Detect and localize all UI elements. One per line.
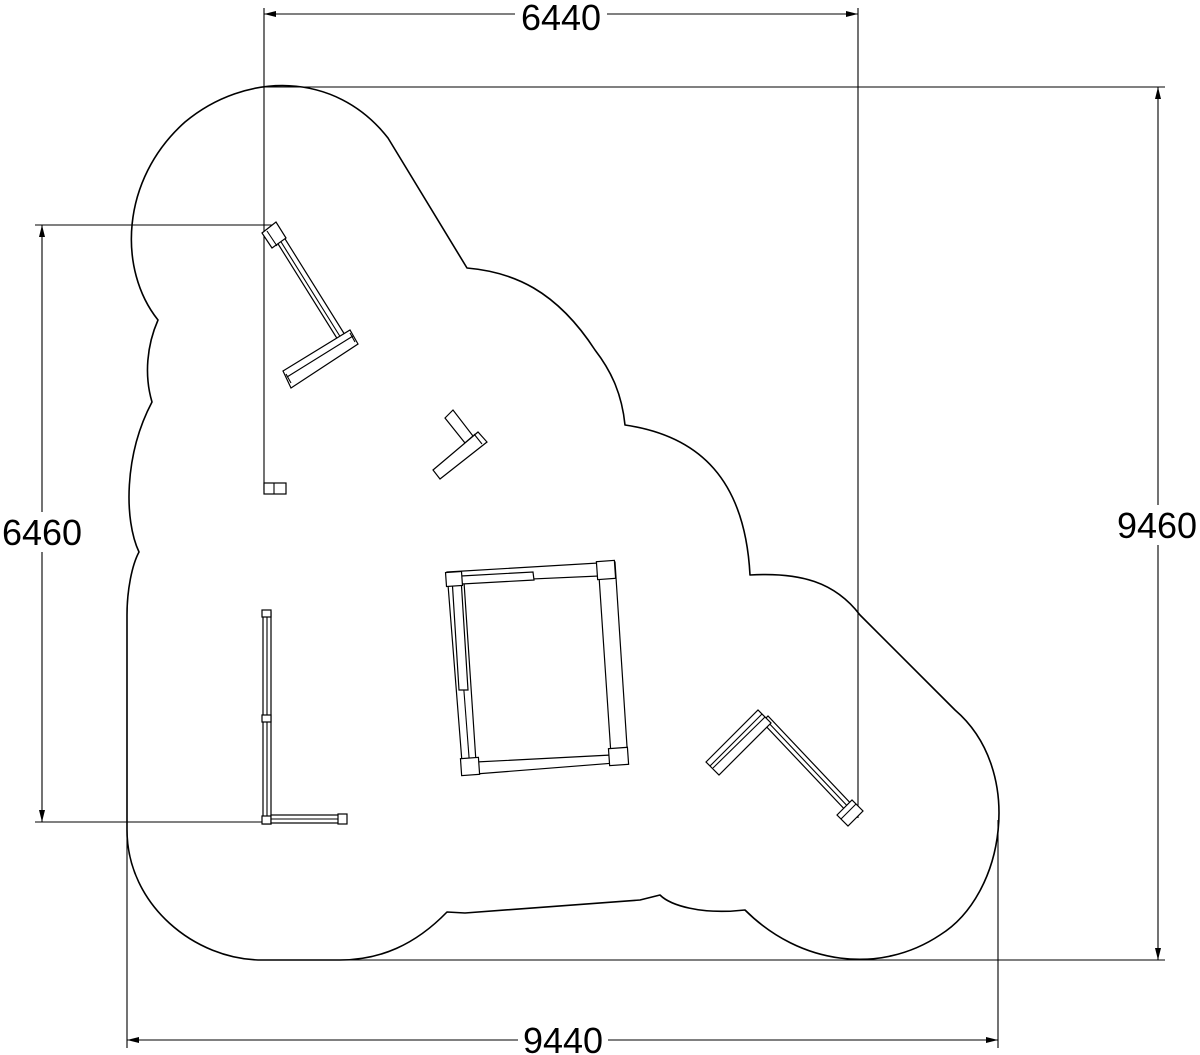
equipment-bottom-left-l-beam (261, 609, 348, 825)
equipment-top-left-beam (261, 221, 359, 389)
dim-left-label: 6460 (2, 512, 82, 553)
dim-top-label: 6440 (521, 0, 601, 38)
dim-bottom-label: 9440 (523, 1020, 603, 1055)
equipment-post-base (263, 482, 287, 495)
dim-top-arrow-right (846, 11, 858, 17)
dim-left-label-bg (0, 512, 84, 552)
safety-zone-outline (126, 84, 1000, 961)
dim-left-arrow-bottom (39, 810, 45, 822)
equipment-bottom-right-beam (705, 709, 864, 827)
dim-bottom-arrow-right (986, 1037, 998, 1043)
dim-bottom-arrow-left (127, 1037, 139, 1043)
equipment-small-l-piece (432, 409, 488, 480)
dim-left-arrow-top (39, 225, 45, 237)
dim-bottom-label-bg (518, 1022, 608, 1055)
dim-right-arrow-bottom (1155, 948, 1161, 960)
equipment-center-frame (444, 559, 630, 777)
dim-right-arrow-top (1155, 87, 1161, 99)
dim-top-arrow-left (264, 11, 276, 17)
dim-top-label-bg (515, 0, 607, 32)
dim-right-label-bg (1114, 505, 1200, 545)
dim-right-label: 9460 (1117, 505, 1197, 546)
